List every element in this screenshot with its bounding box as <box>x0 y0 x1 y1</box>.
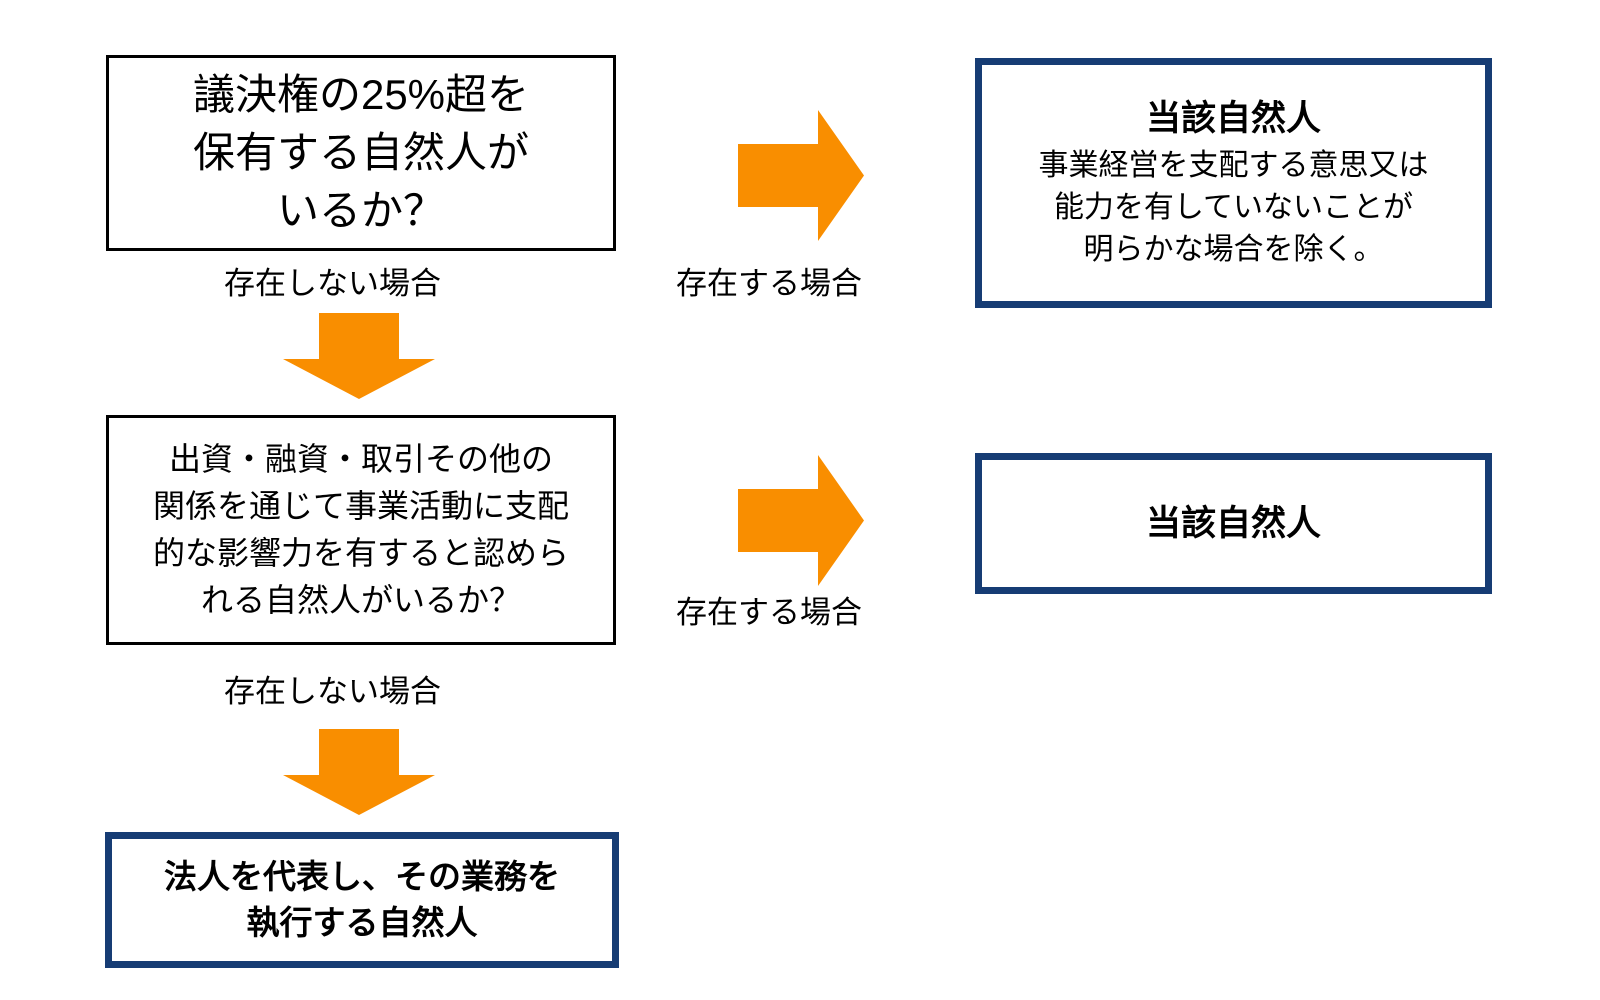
node-question-2-line-4: れる自然人がいるか？ <box>200 582 521 618</box>
edge-label-question2-yes: 存在する場合 <box>676 595 862 630</box>
node-question-2-line-2: 関係を通じて事業活動に支配 <box>152 488 569 524</box>
arrow-right-icon <box>738 455 864 586</box>
node-question-1-line-2: 保有する自然人が <box>192 129 529 176</box>
edge-label-question1-yes: 存在する場合 <box>676 266 862 301</box>
arrow-right-icon <box>738 110 864 241</box>
arrow-down-icon <box>283 313 435 399</box>
node-question-1: 議決権の25%超を 保有する自然人が いるか？ <box>106 55 616 251</box>
node-answer-representative-person: 法人を代表し、その業務を 執行する自然人 <box>105 832 619 968</box>
node-answer-1-line-2: 能力を有していないことが <box>1053 191 1414 224</box>
node-answer-3-line-2: 執行する自然人 <box>246 904 478 941</box>
node-question-2: 出資・融資・取引その他の 関係を通じて事業活動に支配 的な影響力を有すると認めら… <box>106 415 616 645</box>
node-answer-1-line-3: 明らかな場合を除く。 <box>1083 233 1384 266</box>
node-answer-natural-person: 当該自然人 <box>975 453 1492 594</box>
arrow-down-icon <box>283 729 435 815</box>
node-answer-1-line-1: 事業経営を支配する意思又は <box>1038 149 1429 182</box>
node-question-2-line-3: 的な影響力を有すると認めら <box>152 535 569 571</box>
node-answer-3-line-1: 法人を代表し、その業務を <box>164 858 560 895</box>
edge-label-question1-no: 存在しない場合 <box>224 266 441 301</box>
node-answer-2-title: 当該自然人 <box>1145 503 1321 543</box>
edge-label-question2-no: 存在しない場合 <box>224 674 441 709</box>
node-answer-1-title: 当該自然人 <box>1145 99 1321 138</box>
node-question-2-line-1: 出資・融資・取引その他の <box>168 441 553 477</box>
node-answer-natural-person-with-exception: 当該自然人 事業経営を支配する意思又は 能力を有していないことが 明らかな場合を… <box>975 58 1492 308</box>
node-question-1-line-3: いるか？ <box>276 187 445 234</box>
node-question-1-line-1: 議決権の25%超を <box>192 71 530 118</box>
